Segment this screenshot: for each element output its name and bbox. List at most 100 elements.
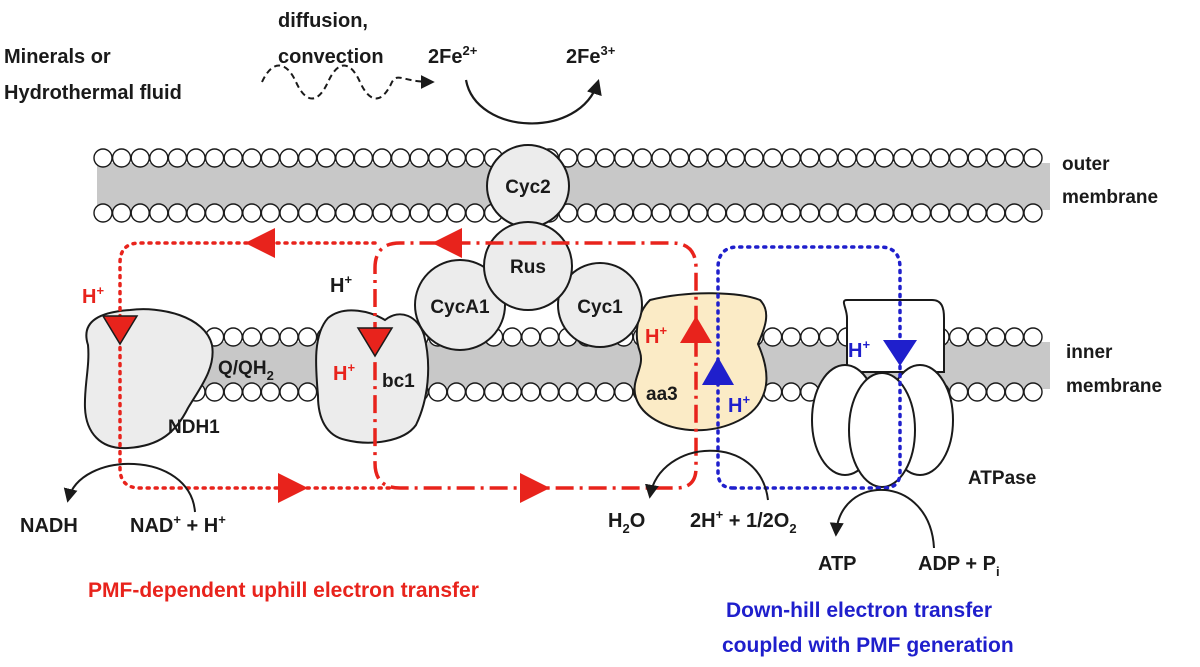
- lipid-head: [409, 203, 429, 223]
- lipid-head: [986, 203, 1006, 223]
- lipid-head: [669, 148, 690, 168]
- lipid-head: [632, 203, 653, 223]
- lipid-head: [1023, 327, 1043, 347]
- bc1-label: bc1: [382, 371, 415, 392]
- lipid-head: [465, 203, 485, 223]
- lipid-head: [1023, 382, 1043, 402]
- lipid-head: [260, 382, 281, 402]
- lipid-head: [967, 148, 987, 168]
- outer-membrane-lipid-row-top: [93, 148, 1043, 168]
- lipid-head: [837, 203, 857, 223]
- nadh-label: NADH: [20, 515, 78, 537]
- lipid-head: [465, 148, 485, 168]
- lipid-head: [1023, 148, 1043, 168]
- atpase-reaction-arrow: [829, 489, 935, 549]
- lipid-head: [800, 327, 820, 347]
- lipid-head: [539, 327, 560, 347]
- lipid-head: [279, 203, 299, 223]
- atp-label: ATP: [818, 553, 857, 575]
- lipid-head: [167, 203, 188, 223]
- lipid-head: [446, 148, 467, 168]
- lipid-head: [632, 148, 653, 168]
- lipid-head: [1004, 203, 1025, 223]
- lipid-head: [818, 203, 839, 223]
- lipid-head: [93, 203, 113, 223]
- cyc1-label: Cyc1: [577, 297, 623, 318]
- lipid-head: [614, 203, 634, 223]
- lipid-head: [688, 203, 708, 223]
- cyc2-label: Cyc2: [505, 177, 550, 198]
- lipid-head: [335, 203, 355, 223]
- ndh1-label: NDH1: [168, 417, 220, 438]
- proton-label-aa3-red: H+: [645, 323, 667, 348]
- lipid-head: [242, 203, 262, 223]
- nad-label: NAD+ + H+: [130, 512, 226, 537]
- lipid-head: [1023, 203, 1043, 223]
- lipid-head: [428, 203, 448, 223]
- lipid-head: [465, 382, 485, 402]
- lipid-head: [372, 148, 392, 168]
- lipid-head: [353, 148, 374, 168]
- lipid-head: [1004, 327, 1025, 347]
- lipid-head: [149, 203, 169, 223]
- lipid-head: [967, 382, 987, 402]
- lipid-head: [576, 148, 597, 168]
- lipid-head: [297, 148, 318, 168]
- lipid-head: [242, 327, 262, 347]
- cyc1-protein: [557, 262, 643, 348]
- proton-arrow-aa3-blue: [702, 357, 734, 385]
- lipid-head: [390, 148, 411, 168]
- oxygen-reaction-label: 2H+ + 1/2O2: [690, 507, 797, 536]
- ndh1-protein: [83, 308, 214, 450]
- lipid-head: [725, 203, 746, 223]
- lipid-head: [1004, 148, 1025, 168]
- lipid-head: [818, 148, 839, 168]
- lipid-head: [279, 327, 299, 347]
- iron-oxidation-arrow: [464, 79, 602, 125]
- lipid-head: [595, 203, 615, 223]
- downhill-legend-line1: Down-hill electron transfer: [726, 599, 992, 622]
- atpase-head-center: [848, 372, 916, 488]
- aa3-label: aa3: [646, 384, 678, 405]
- lipid-head: [372, 203, 392, 223]
- lipid-head: [260, 203, 281, 223]
- outer-membrane-label-line1: outer: [1062, 154, 1110, 175]
- lipid-head: [428, 382, 448, 402]
- transport-label-line1: diffusion,: [278, 10, 368, 32]
- atpase-label: ATPase: [968, 468, 1036, 489]
- lipid-head: [521, 327, 541, 347]
- h2o-label: H2O: [608, 510, 645, 536]
- proton-label-ndh1: H+: [82, 283, 104, 308]
- lipid-head: [948, 327, 969, 347]
- outer-membrane-label-line2: membrane: [1062, 187, 1158, 208]
- diffusion-wave-arrow: [261, 64, 435, 100]
- lipid-head: [204, 203, 225, 223]
- lipid-head: [446, 203, 467, 223]
- proton-arrow-ndh1: [101, 315, 139, 346]
- lipid-head: [837, 148, 857, 168]
- downhill-legend-line2: coupled with PMF generation: [722, 634, 1014, 657]
- lipid-head: [986, 148, 1006, 168]
- lipid-head: [353, 203, 374, 223]
- lipid-head: [297, 382, 318, 402]
- lipid-head: [316, 203, 336, 223]
- lipid-head: [967, 203, 987, 223]
- transport-label-line2: convection: [278, 46, 384, 68]
- atpase-fo-subunit: [842, 299, 945, 373]
- outer-membrane: [93, 148, 1050, 223]
- proton-label-aa3-blue: H+: [728, 392, 750, 417]
- lipid-head: [260, 148, 281, 168]
- lipid-head: [948, 148, 969, 168]
- lipid-head: [930, 148, 950, 168]
- lipid-head: [651, 148, 671, 168]
- rus-protein: [483, 221, 573, 311]
- lipid-head: [316, 148, 336, 168]
- lipid-head: [948, 203, 969, 223]
- lipid-head: [781, 148, 801, 168]
- lipid-head: [521, 382, 541, 402]
- lipid-head: [204, 148, 225, 168]
- adp-label: ADP + Pi: [918, 553, 1000, 579]
- fe2-label: 2Fe2+: [428, 43, 478, 68]
- bc1-protein: [315, 309, 430, 444]
- lipid-head: [818, 327, 839, 347]
